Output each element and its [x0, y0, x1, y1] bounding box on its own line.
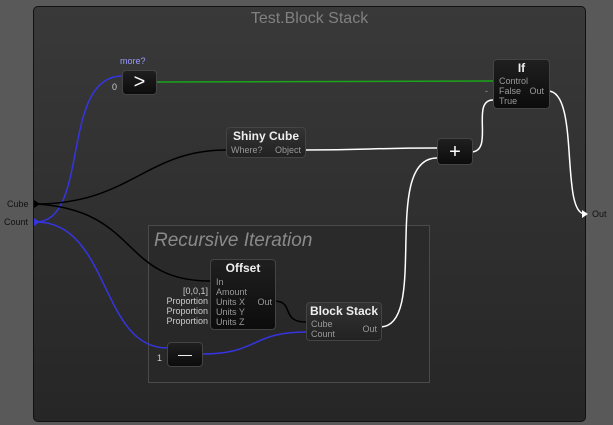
node-add[interactable]: + [437, 138, 473, 165]
offset-port-out[interactable]: Out [257, 297, 272, 307]
input-label-count: Count [4, 217, 29, 227]
composition-title: Test.Block Stack [250, 10, 369, 27]
offset-title: Offset [225, 261, 261, 275]
wire-shiny-plus[interactable] [303, 147, 438, 151]
if-title: If [517, 61, 526, 75]
add-symbol: + [449, 141, 461, 163]
greater-symbol: > [133, 71, 146, 93]
wire-minus-blockstack[interactable] [200, 331, 307, 355]
if-port-false[interactable]: False [499, 86, 522, 96]
wire-cube-offset[interactable] [35, 203, 211, 282]
node-greater[interactable]: > [122, 70, 157, 95]
output-label-out: Out [592, 209, 607, 219]
offset-port-units-z[interactable]: Units Z [216, 317, 245, 327]
port-count[interactable] [34, 218, 40, 226]
shiny-cube-port-where[interactable]: Where? [231, 145, 263, 155]
offset-port-in[interactable]: In [216, 277, 224, 287]
offset-uy-default[interactable]: Proportion [166, 306, 208, 316]
offset-port-amount[interactable]: Amount [216, 287, 248, 297]
node-if[interactable]: If Control False True Out [493, 59, 550, 109]
if-port-true[interactable]: True [499, 96, 518, 106]
wire-cube-shiny[interactable] [35, 149, 227, 205]
if-port-control[interactable]: Control [499, 76, 529, 86]
node-block-stack[interactable]: Block Stack Cube Count Out [306, 302, 382, 341]
node-subtract[interactable]: — [167, 342, 203, 367]
shiny-cube-title: Shiny Cube [232, 129, 299, 143]
wire-offset-blockstack[interactable] [273, 300, 307, 323]
offset-port-units-x[interactable]: Units X [216, 297, 246, 307]
if-false-default: - [485, 86, 488, 96]
block-stack-port-count[interactable]: Count [311, 329, 336, 339]
group-title: Recursive Iteration [154, 230, 313, 251]
port-out[interactable] [582, 210, 588, 218]
block-stack-port-out[interactable]: Out [362, 324, 377, 334]
wire-if-out[interactable] [547, 90, 586, 215]
wire-count-minus[interactable] [35, 221, 168, 349]
wire-plus-if[interactable] [470, 99, 494, 153]
port-cube[interactable] [34, 200, 40, 208]
offset-amount-default[interactable]: [0,0,1] [182, 286, 208, 296]
block-stack-port-cube[interactable]: Cube [311, 319, 333, 329]
greater-default-b[interactable]: 0 [112, 82, 118, 92]
input-label-cube: Cube [7, 199, 29, 209]
wire-blockstack-plus[interactable] [379, 157, 438, 328]
node-offset[interactable]: Offset In Amount Units X Units Y Units Z… [210, 259, 276, 330]
offset-port-units-y[interactable]: Units Y [216, 307, 245, 317]
wire-greater-if[interactable] [155, 80, 494, 83]
node-shiny-cube[interactable]: Shiny Cube Where? Object [226, 127, 306, 158]
subtract-symbol: — [178, 346, 192, 362]
wire-count-greater[interactable] [35, 75, 123, 223]
shiny-cube-port-object[interactable]: Object [274, 145, 301, 155]
greater-caption: more? [120, 56, 146, 66]
offset-ux-default[interactable]: Proportion [166, 296, 208, 306]
subtract-default-b[interactable]: 1 [157, 353, 163, 363]
block-stack-title: Block Stack [309, 304, 379, 318]
offset-uz-default[interactable]: Proportion [166, 316, 208, 326]
if-port-out[interactable]: Out [529, 86, 544, 96]
